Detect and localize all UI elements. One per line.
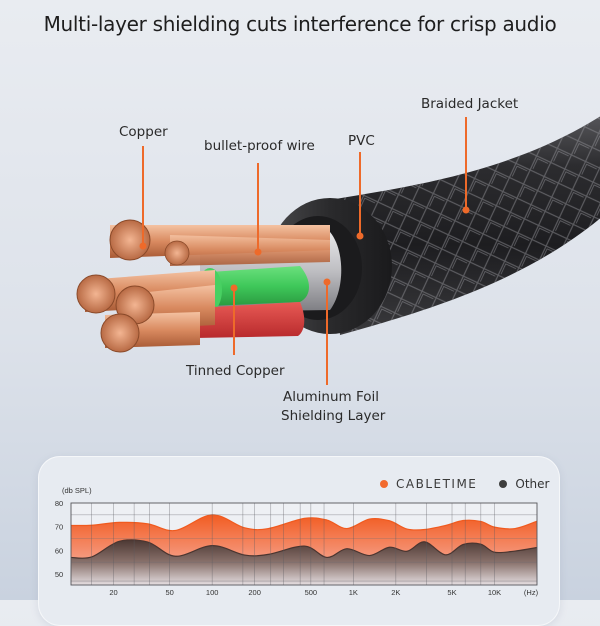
x-tick-label: 5K: [447, 588, 456, 597]
x-tick-label: 50: [166, 588, 174, 597]
y-tick-label: 50: [55, 570, 63, 579]
x-tick-label: 100: [206, 588, 219, 597]
x-tick-label: 200: [248, 588, 261, 597]
x-tick-label: 1K: [349, 588, 358, 597]
y-tick-label: 80: [55, 499, 63, 508]
infographic: Multi-layer shielding cuts interference …: [0, 0, 600, 600]
x-tick-label: 20: [109, 588, 117, 597]
x-tick-label: 500: [305, 588, 318, 597]
x-tick-label: 10K: [488, 588, 501, 597]
x-axis-unit-label: (Hz): [524, 588, 539, 597]
x-tick-label: 2K: [391, 588, 400, 597]
frequency-response-chart: 80 70 60 50 20 50 100 200 500 1K 2K 5K 10K (Hz): [0, 0, 600, 600]
y-tick-label: 70: [55, 523, 63, 532]
y-tick-label: 60: [55, 546, 63, 555]
